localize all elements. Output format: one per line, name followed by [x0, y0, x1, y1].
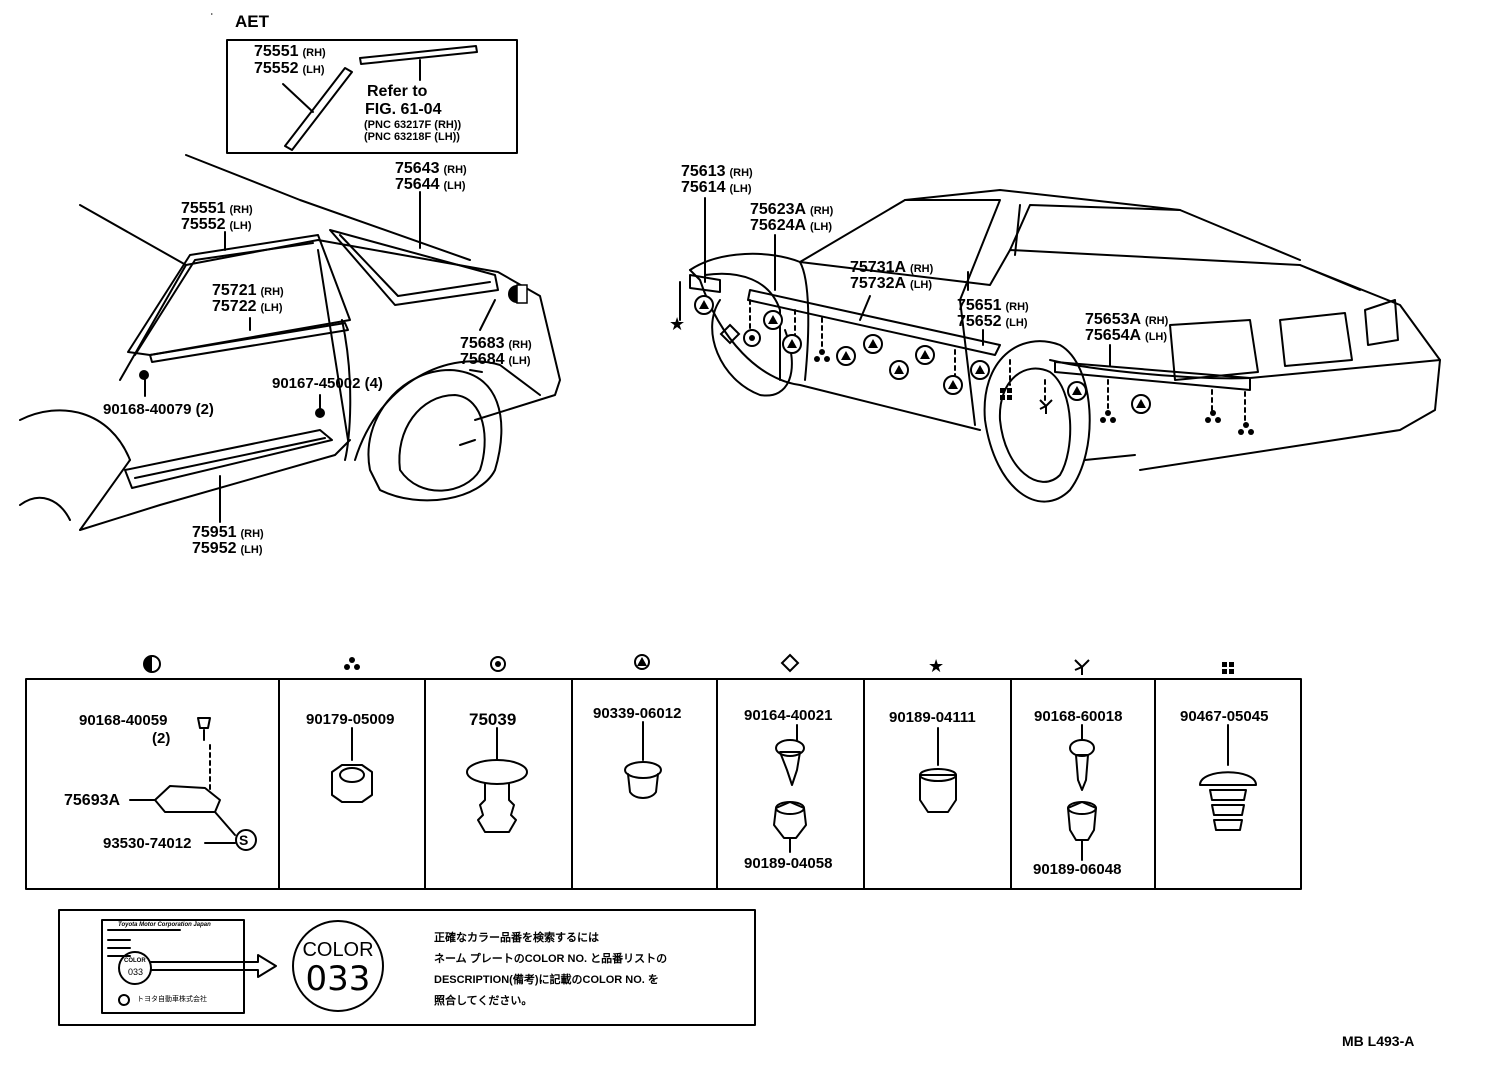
diamond-symbol: [780, 653, 800, 673]
star-symbol: ★: [928, 656, 944, 677]
cell1-qty: (2): [152, 730, 171, 747]
fastener-table-border: [25, 678, 1302, 890]
color-badge-circle: [292, 920, 384, 1012]
color-badge-value: 033: [305, 959, 371, 999]
label-75644: 75644(LH): [395, 176, 466, 193]
left-car-rear-quarter-glass: [329, 229, 499, 306]
color-note-box: [58, 909, 756, 1026]
aet-pnc-lh: (PNC 63218F (LH)): [364, 131, 460, 143]
aet-window-molding-top: [359, 45, 478, 65]
label-75551: 75551(RH): [181, 200, 253, 217]
aet-fig-ref: FIG. 61-04: [365, 101, 442, 118]
label-75732A: 75732A(LH): [850, 275, 933, 292]
aet-part-rh: 75551(RH): [254, 43, 326, 60]
label-75654A: 75654A(LH): [1085, 327, 1168, 344]
label-75614: 75614(LH): [681, 179, 752, 196]
label-75721: 75721(RH): [212, 282, 284, 299]
label-75651: 75651(RH): [957, 297, 1029, 314]
right-car-front-molding: [689, 274, 721, 293]
label-75952: 75952(LH): [192, 540, 263, 557]
cell1-part-93530-74012: 93530-74012: [103, 835, 192, 852]
label-90168-40079: 90168-40079 (2): [103, 401, 214, 418]
plate-color-label: COLOR: [124, 958, 146, 964]
cell1-part-90168-40059: 90168-40059: [79, 712, 168, 729]
label-90167-45002: 90167-45002 (4): [272, 375, 383, 392]
aet-inset-box: [226, 39, 518, 154]
cell8-part-90467-05045: 90467-05045: [1180, 708, 1269, 725]
label-75951: 75951(RH): [192, 524, 264, 541]
label-75643: 75643(RH): [395, 160, 467, 177]
cell1-s-badge: S: [239, 832, 249, 848]
cell5-part-90189-04058: 90189-04058: [744, 855, 833, 872]
left-car-belt-molding: [149, 322, 349, 363]
right-car-rear-wheel: [983, 340, 1091, 503]
cell1-part-75693A: 75693A: [64, 792, 121, 809]
label-75552: 75552(LH): [181, 216, 252, 233]
cell5-part-90164-40021: 90164-40021: [744, 707, 833, 724]
left-car-quarter-window: [127, 234, 351, 356]
jp-note-line2: ネーム プレートのCOLOR NO. と品番リストの: [434, 953, 668, 965]
top-tick-mark: ˈ: [210, 12, 214, 24]
label-75722: 75722(LH): [212, 298, 283, 315]
cell4-part-90339-06012: 90339-06012: [593, 705, 682, 722]
jp-note-line1: 正確なカラー品番を検索するには: [434, 932, 599, 944]
label-75683: 75683(RH): [460, 335, 532, 352]
plate-maker-line: Toyota Motor Corporation Japan: [118, 922, 211, 928]
label-75624A: 75624A(LH): [750, 217, 833, 234]
aet-pnc-rh: (PNC 63217F (RH)): [364, 119, 462, 131]
diagram-code: MB L493-A: [1342, 1033, 1415, 1049]
cell3-part-75039: 75039: [469, 710, 517, 729]
cell7-part-90168-60018: 90168-60018: [1034, 708, 1123, 725]
plate-color-value: 033: [128, 967, 144, 977]
label-75652: 75652(LH): [957, 313, 1028, 330]
right-car-rear-bumper-molding: [1054, 361, 1251, 391]
right-car-license-plate: [1279, 312, 1353, 367]
right-car-side-molding: [747, 289, 1001, 356]
cell2-part-90179-05009: 90179-05009: [306, 711, 395, 728]
right-car-body-outline: [689, 249, 1441, 471]
aet-window-molding-vertical: [284, 67, 353, 151]
triangle-glyphs: [144, 300, 1254, 674]
plate-maker-jp: トヨタ自動車株式会社: [137, 996, 207, 1003]
aet-refer-to: Refer to: [367, 83, 428, 100]
label-75653A: 75653A(RH): [1085, 311, 1169, 328]
aet-part-lh: 75552(LH): [254, 60, 325, 77]
aet-header: AET: [235, 12, 269, 31]
label-75731A: 75731A(RH): [850, 259, 934, 276]
label-75684: 75684(LH): [460, 351, 531, 368]
cell7-part-90189-06048: 90189-06048: [1033, 861, 1122, 878]
left-car-roof-outline: [79, 204, 561, 421]
label-75623A: 75623A(RH): [750, 201, 834, 218]
jp-note-line3: DESCRIPTION(備考)に記載のCOLOR NO. を: [434, 974, 659, 986]
jp-note-line4: 照合してください。: [434, 995, 533, 1007]
left-car-rocker-molding: [124, 429, 333, 489]
right-car-tail-lamp: [1169, 319, 1259, 381]
cell6-part-90189-04111: 90189-04111: [889, 709, 976, 726]
label-75613: 75613(RH): [681, 163, 753, 180]
left-car-rear-wheel: [367, 369, 503, 502]
color-badge-label: COLOR: [302, 939, 374, 961]
name-plate-drawing: [101, 919, 245, 1014]
star-marker: ★: [669, 314, 685, 335]
